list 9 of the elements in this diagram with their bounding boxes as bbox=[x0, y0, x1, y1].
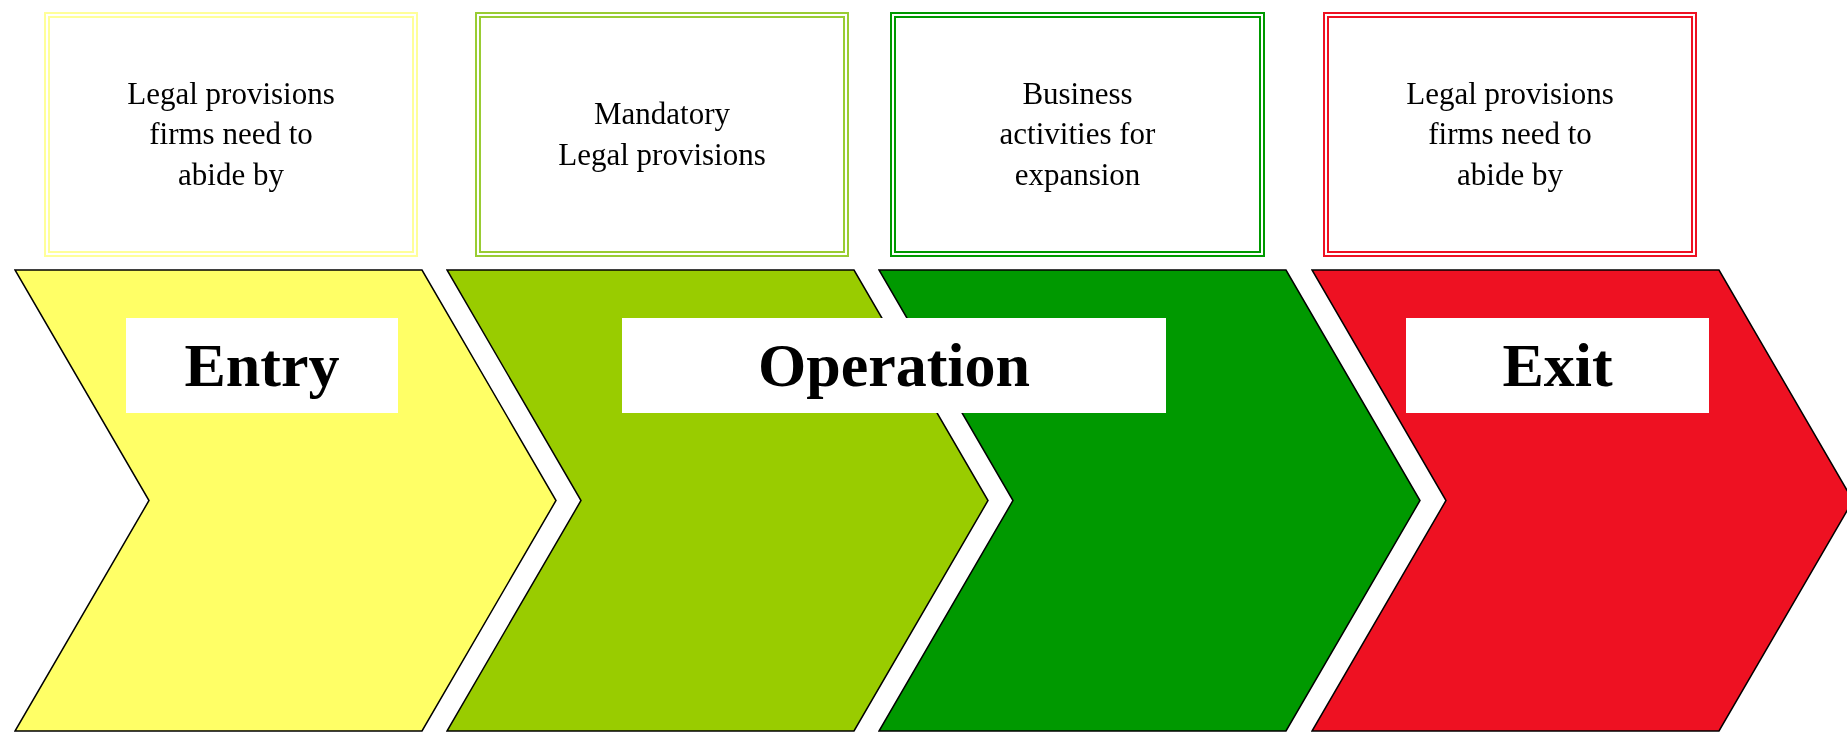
chevron-shape bbox=[14, 269, 557, 732]
stage-label: Entry bbox=[126, 318, 398, 413]
text-box: Mandatory Legal provisions bbox=[475, 12, 849, 257]
text-box: Legal provisions firms need to abide by bbox=[1323, 12, 1697, 257]
text-box: Business activities for expansion bbox=[890, 12, 1265, 257]
text-box: Legal provisions firms need to abide by bbox=[44, 12, 418, 257]
chevron-shape bbox=[1311, 269, 1847, 732]
stage-label: Operation bbox=[622, 318, 1166, 413]
stage-label: Exit bbox=[1406, 318, 1709, 413]
